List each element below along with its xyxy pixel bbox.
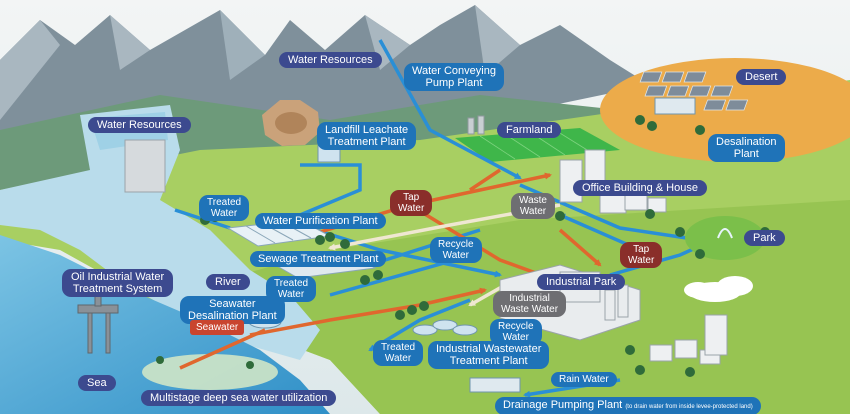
solar-panels [639, 71, 749, 111]
waste-water-label: Waste Water [511, 193, 555, 219]
desert-area [600, 58, 850, 162]
industrial-park-label: Industrial Park [537, 274, 626, 290]
water-towers [467, 115, 485, 135]
desalination-plant-label: Desalination Plant [708, 134, 785, 162]
treated-water-label-3: Treated Water [373, 340, 424, 366]
park-label: Park [744, 230, 785, 246]
rain-cloud [684, 276, 753, 302]
industrial-wastewater-plant-tanks [412, 319, 478, 336]
landfill-leachate-plant-label: Landfill Leachate Treatment Plant [317, 122, 417, 150]
treated-water-label-1: Treated Water [199, 195, 250, 221]
drainage-plant-building [469, 377, 521, 393]
office-building-label: Office Building & House [573, 180, 707, 196]
tap-water-label-1: Tap Water [390, 190, 433, 216]
farmland-label: Farmland [497, 122, 562, 138]
tap-water-label-2: Tap Water [620, 242, 663, 268]
river-label: River [206, 274, 250, 290]
desalination-plant-building [654, 97, 696, 115]
multistage-deep-sea-label: Multistage deep sea water utilization [141, 390, 337, 406]
water-purification-plant-label: Water Purification Plant [255, 213, 386, 229]
multistage-island [142, 354, 278, 390]
desert-label: Desert [736, 69, 787, 85]
offshore-platform [77, 289, 119, 354]
seawater-label: Seawater [190, 320, 245, 335]
water-resources-left-label: Water Resources [88, 117, 191, 133]
oil-industrial-water-label: Oil Industrial Water Treatment System [62, 269, 174, 297]
dam [124, 139, 166, 193]
industrial-wastewater-plant-label: Industrial Wastewater Treatment Plant [428, 341, 550, 369]
drainage-pumping-plant-note: (to drain water from inside levee-protec… [625, 404, 753, 410]
park-area [685, 216, 765, 260]
sewage-treatment-plant-label: Sewage Treatment Plant [250, 251, 387, 267]
seawater-desalination-plant-label: Seawater Desalination Plant [180, 296, 285, 324]
water-conveying-pump-plant-label: Water Conveying Pump Plant [404, 63, 504, 91]
recycle-water-label-1: Recycle Water [430, 237, 482, 263]
farmland-field [455, 128, 620, 162]
sea-label: Sea [78, 375, 116, 391]
recycle-water-label-2: Recycle Water [490, 319, 542, 345]
drainage-pumping-plant-title: Drainage Pumping Plant [503, 399, 623, 411]
house-cluster [649, 314, 728, 365]
industrial-waste-water-label: Industrial Waste Water [493, 291, 567, 317]
water-resources-top-label: Water Resources [279, 52, 382, 68]
drainage-pumping-plant-label: Drainage Pumping Plant (to drain water f… [495, 397, 761, 414]
rain-water-label: Rain Water [551, 372, 617, 387]
